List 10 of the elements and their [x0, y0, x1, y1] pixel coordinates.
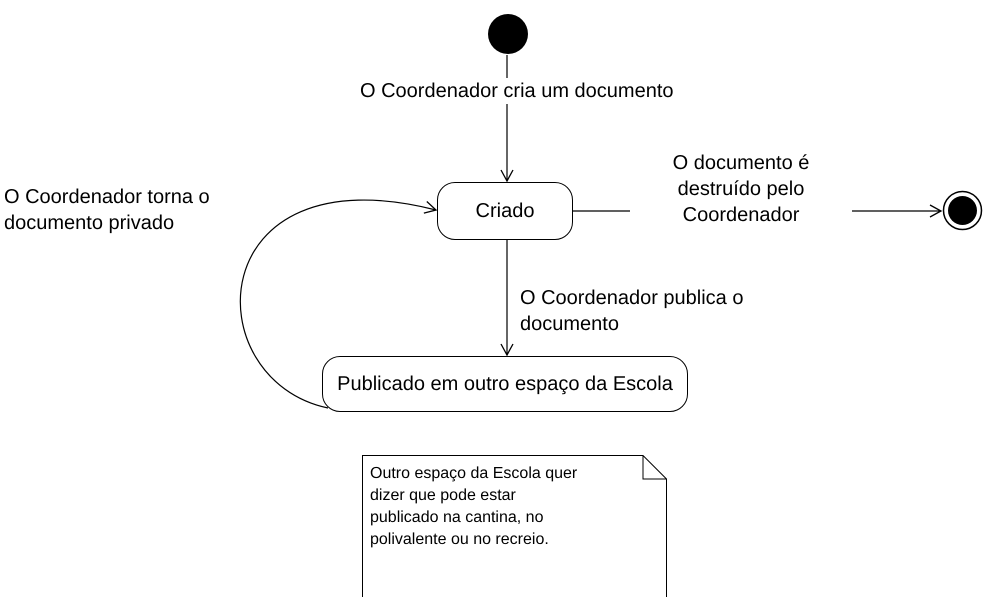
arrow [240, 200, 437, 409]
final-state [942, 190, 983, 231]
state-box [437, 182, 573, 240]
state-name: Criado [476, 199, 534, 224]
state-name: Publicado em outro espaço da Escola [337, 372, 673, 397]
note-text: Outro espaço da Escola quer dizer que pode estar publicado na cantina, no polivalente ou no recreio. [369, 464, 578, 550]
arrow [500, 240, 514, 356]
initial-state [487, 13, 529, 55]
state-box [322, 356, 688, 412]
note [362, 455, 667, 597]
